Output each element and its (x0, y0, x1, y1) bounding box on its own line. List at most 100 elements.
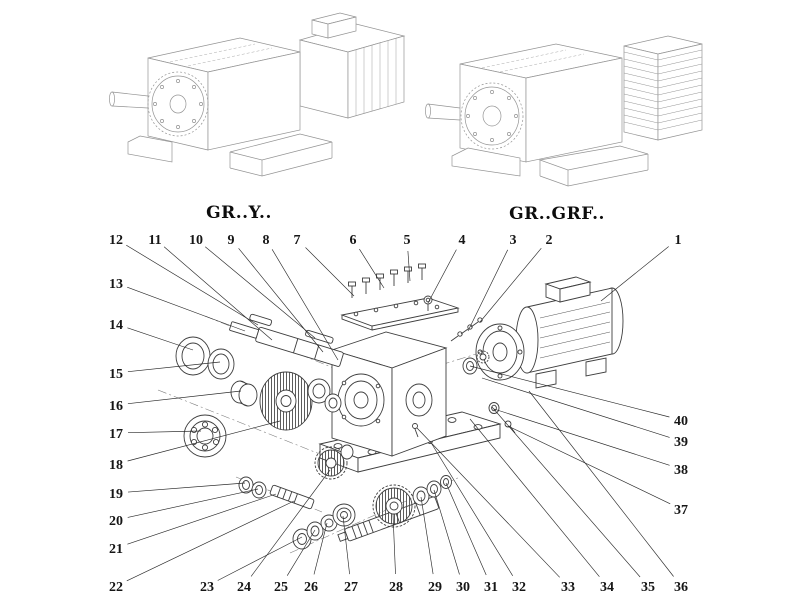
callout-23: 23 (200, 580, 214, 595)
callout-17: 17 (109, 427, 123, 442)
callout-34: 34 (600, 580, 614, 595)
callout-29: 29 (428, 580, 442, 595)
callout-3: 3 (510, 233, 517, 248)
helical-gear-large (259, 371, 313, 431)
leader-line-21 (127, 493, 277, 545)
cover-bolts (348, 263, 433, 311)
lower-washers (292, 503, 356, 550)
callout-18: 18 (109, 458, 123, 473)
leader-line-5 (407, 250, 411, 282)
leader-line-7 (305, 247, 355, 297)
callout-20: 20 (109, 514, 123, 529)
motor-flange (475, 323, 525, 381)
callout-9: 9 (228, 233, 235, 248)
leader-line-6 (359, 248, 385, 289)
leader-line-23 (217, 536, 303, 581)
callout-27: 27 (344, 580, 358, 595)
leader-line-12 (126, 244, 259, 326)
leader-line-2 (479, 247, 542, 323)
leader-line-22 (126, 500, 295, 582)
callout-11: 11 (148, 233, 161, 248)
callout-10: 10 (189, 233, 203, 248)
leader-line-29 (420, 496, 434, 575)
gear-spacer-rings (307, 378, 342, 413)
callout-24: 24 (237, 580, 251, 595)
callout-12: 12 (109, 233, 123, 248)
assembled-view-right (425, 35, 703, 187)
leader-line-4 (427, 249, 457, 304)
leader-line-19 (127, 482, 246, 493)
callout-25: 25 (274, 580, 288, 595)
leader-line-8 (271, 249, 339, 361)
seal-rings (175, 336, 258, 407)
gearbox-housing (330, 331, 448, 457)
ball-bearing-left (183, 414, 227, 458)
leader-line-11 (163, 246, 273, 341)
callout-1: 1 (675, 233, 682, 248)
leader-line-38 (493, 408, 670, 466)
leader-line-14 (127, 327, 194, 351)
leader-line-34 (469, 418, 600, 577)
callout-28: 28 (389, 580, 403, 595)
leader-line-24 (250, 469, 331, 577)
leader-line-17 (127, 430, 202, 434)
callout-33: 33 (561, 580, 575, 595)
leader-line-9 (238, 248, 324, 353)
leader-line-35 (491, 406, 641, 578)
callout-36: 36 (674, 580, 688, 595)
callout-40: 40 (674, 414, 688, 429)
leader-line-13 (127, 286, 246, 332)
exploded-view (157, 263, 624, 554)
callout-7: 7 (294, 233, 301, 248)
leader-line-25 (286, 529, 316, 576)
callout-39: 39 (674, 435, 688, 450)
retaining-rings (412, 475, 452, 506)
top-cover (340, 297, 460, 331)
callout-37: 37 (674, 503, 688, 518)
callout-26: 26 (304, 580, 318, 595)
leader-line-10 (204, 246, 316, 339)
leader-line-3 (467, 249, 508, 332)
leader-line-20 (127, 488, 259, 518)
input-shaft (229, 313, 344, 367)
leader-line-1 (600, 246, 669, 302)
callout-30: 30 (456, 580, 470, 595)
leader-line-26 (313, 522, 328, 575)
leader-line-40 (469, 365, 670, 418)
callout-13: 13 (109, 277, 123, 292)
callout-14: 14 (109, 318, 123, 333)
variant-label-gr-grf: GR..GRF.. (509, 204, 605, 224)
assembled-view-left (109, 12, 406, 177)
callout-2: 2 (546, 233, 553, 248)
leader-line-27 (342, 515, 350, 575)
callout-32: 32 (512, 580, 526, 595)
callout-19: 19 (109, 487, 123, 502)
leader-line-18 (127, 420, 281, 462)
callout-38: 38 (674, 463, 688, 478)
variant-label-gr-y: GR..Y.. (206, 203, 272, 223)
callout-6: 6 (350, 233, 357, 248)
callout-15: 15 (109, 367, 123, 382)
leader-line-39 (481, 377, 670, 438)
leader-line-28 (392, 513, 396, 575)
leader-line-16 (127, 390, 242, 405)
callout-8: 8 (263, 233, 270, 248)
leader-line-32 (429, 440, 513, 576)
callout-4: 4 (459, 233, 466, 248)
callout-16: 16 (109, 399, 123, 414)
leader-line-31 (445, 482, 487, 576)
callout-21: 21 (109, 542, 123, 557)
callout-31: 31 (484, 580, 498, 595)
leader-line-36 (528, 390, 674, 577)
pinion-shaft-group (238, 476, 315, 510)
leader-line-15 (127, 361, 221, 373)
callout-5: 5 (404, 233, 411, 248)
shaft-key-small (249, 313, 273, 326)
callout-22: 22 (109, 580, 123, 595)
callout-35: 35 (641, 580, 655, 595)
intermediate-gear (314, 444, 354, 480)
flange-bolts (450, 317, 483, 342)
